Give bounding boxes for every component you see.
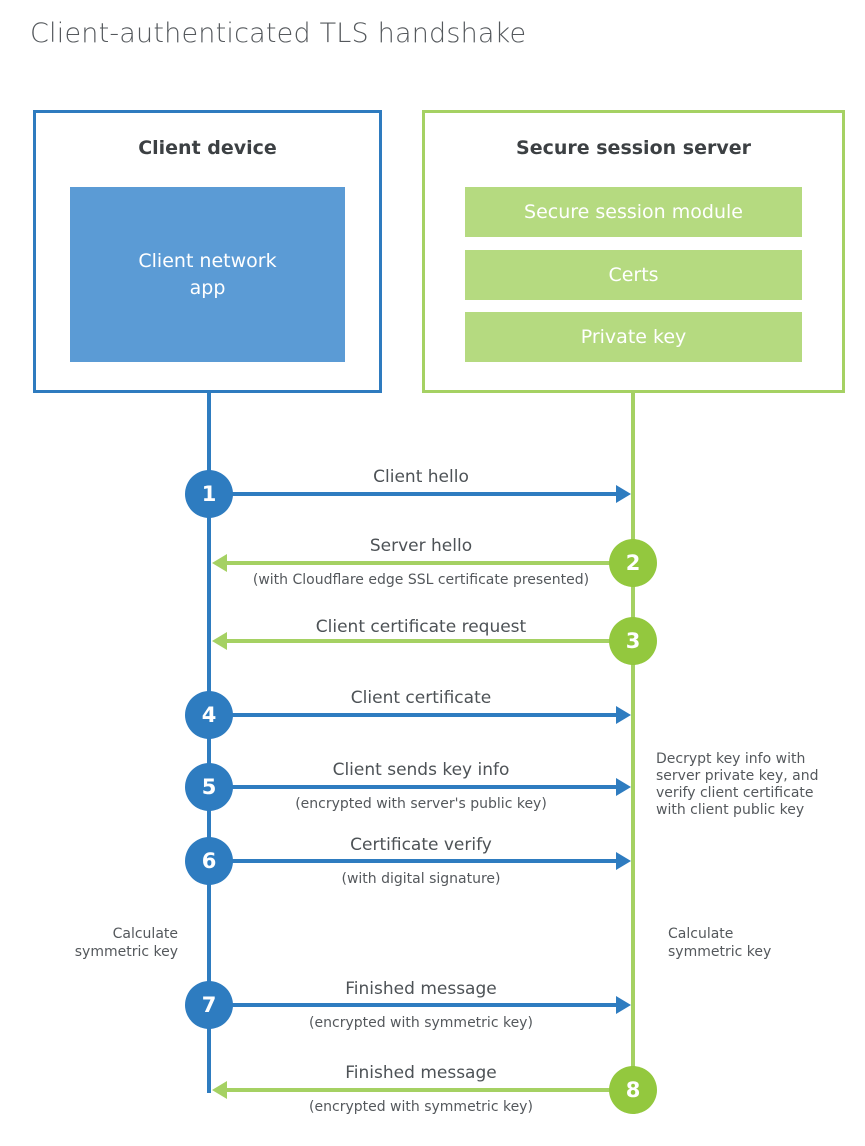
message-sub-6: (with digital signature) xyxy=(341,871,501,887)
arrow-step-6 xyxy=(211,852,631,870)
server-module-private-key: Private key xyxy=(465,312,802,362)
step-8-circle: 8 xyxy=(609,1066,657,1114)
client-calculate-symmetric-key-note: Calculate symmetric key xyxy=(74,926,178,960)
server-title: Secure session server xyxy=(516,137,751,159)
arrow-step-3 xyxy=(212,632,631,650)
message-label-2: Server hello xyxy=(369,536,473,556)
message-sub-2: (with Cloudflare edge SSL certificate pr… xyxy=(252,572,590,588)
message-label-3: Client certificate request xyxy=(315,617,527,637)
server-decrypt-note: Decrypt key info with server private key… xyxy=(656,751,819,818)
arrow-step-4 xyxy=(211,706,631,724)
step-3-circle: 3 xyxy=(609,617,657,665)
message-label-5: Client sends key info xyxy=(332,760,510,780)
step-1-circle: 1 xyxy=(185,470,233,518)
message-sub-5: (encrypted with server's public key) xyxy=(295,796,547,812)
client-device-title: Client device xyxy=(138,137,277,159)
arrow-step-7 xyxy=(211,996,631,1014)
arrow-step-8 xyxy=(212,1081,631,1099)
message-label-4: Client certificate xyxy=(350,688,492,708)
message-sub-8: (encrypted with symmetric key) xyxy=(309,1099,533,1115)
server-module-secure-session: Secure session module xyxy=(465,187,802,237)
client-lifeline xyxy=(207,391,211,1093)
step-4-circle: 4 xyxy=(185,691,233,739)
step-7-circle: 7 xyxy=(185,981,233,1029)
arrow-step-5 xyxy=(211,778,631,796)
server-calculate-symmetric-key-note: Calculate symmetric key xyxy=(668,926,772,960)
message-label-6: Certificate verify xyxy=(350,835,492,855)
arrow-step-1 xyxy=(211,485,631,503)
server-module-certs: Certs xyxy=(465,250,802,300)
message-sub-7: (encrypted with symmetric key) xyxy=(309,1015,533,1031)
message-label-1: Client hello xyxy=(373,467,469,487)
step-6-circle: 6 xyxy=(185,837,233,885)
message-label-8: Finished message xyxy=(345,1063,497,1083)
step-5-circle: 5 xyxy=(185,763,233,811)
arrow-step-2 xyxy=(212,554,631,572)
diagram-title: Client-authenticated TLS handshake xyxy=(30,18,527,49)
step-2-circle: 2 xyxy=(609,539,657,587)
client-network-app-box: Client network app xyxy=(70,187,345,362)
message-label-7: Finished message xyxy=(345,979,497,999)
server-lifeline xyxy=(631,391,635,1093)
